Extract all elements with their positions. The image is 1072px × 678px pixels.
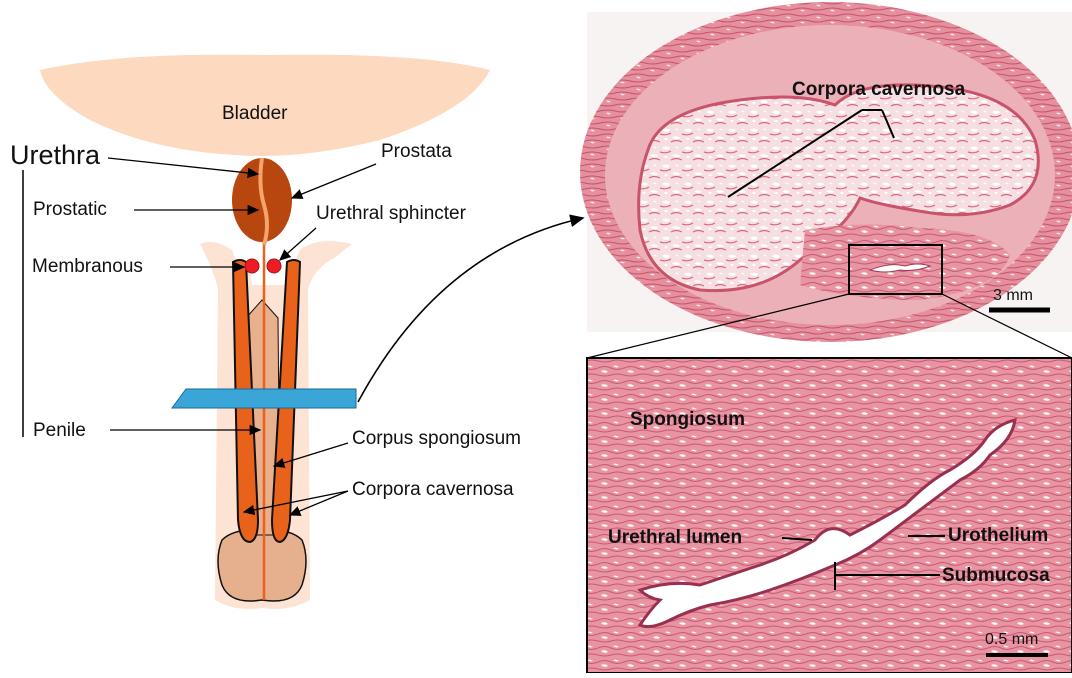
- section-arrow: [358, 218, 583, 402]
- label-top-corpora-cavernosa: Corpora cavernosa: [792, 80, 965, 99]
- label-penile: Penile: [33, 421, 86, 440]
- urethra-leader: [108, 158, 258, 174]
- glans-shape: [218, 530, 306, 601]
- sphincter-dot-left: [245, 259, 259, 273]
- label-spongiosum: Spongiosum: [630, 410, 745, 429]
- label-membranous: Membranous: [32, 257, 143, 276]
- sphincter-dot-right: [267, 259, 281, 273]
- label-corpus-spongiosum: Corpus spongiosum: [352, 429, 521, 448]
- bottom-micrograph: [587, 358, 1072, 673]
- label-corpora-cavernosa: Corpora cavernosa: [352, 480, 514, 499]
- label-urethral-sphincter: Urethral sphincter: [316, 204, 466, 223]
- prostata-leader: [292, 164, 376, 198]
- label-bottom-scale: 0.5 mm: [985, 632, 1038, 648]
- label-prostatic: Prostatic: [33, 200, 107, 219]
- label-urothelium: Urothelium: [948, 526, 1048, 545]
- label-urethra: Urethra: [10, 142, 100, 169]
- label-submucosa: Submucosa: [942, 566, 1050, 585]
- section-plane: [172, 389, 356, 408]
- label-top-scale: 3 mm: [993, 288, 1033, 304]
- label-urethral-lumen: Urethral lumen: [608, 528, 742, 547]
- label-bladder: Bladder: [222, 104, 288, 123]
- label-prostata: Prostata: [381, 142, 452, 161]
